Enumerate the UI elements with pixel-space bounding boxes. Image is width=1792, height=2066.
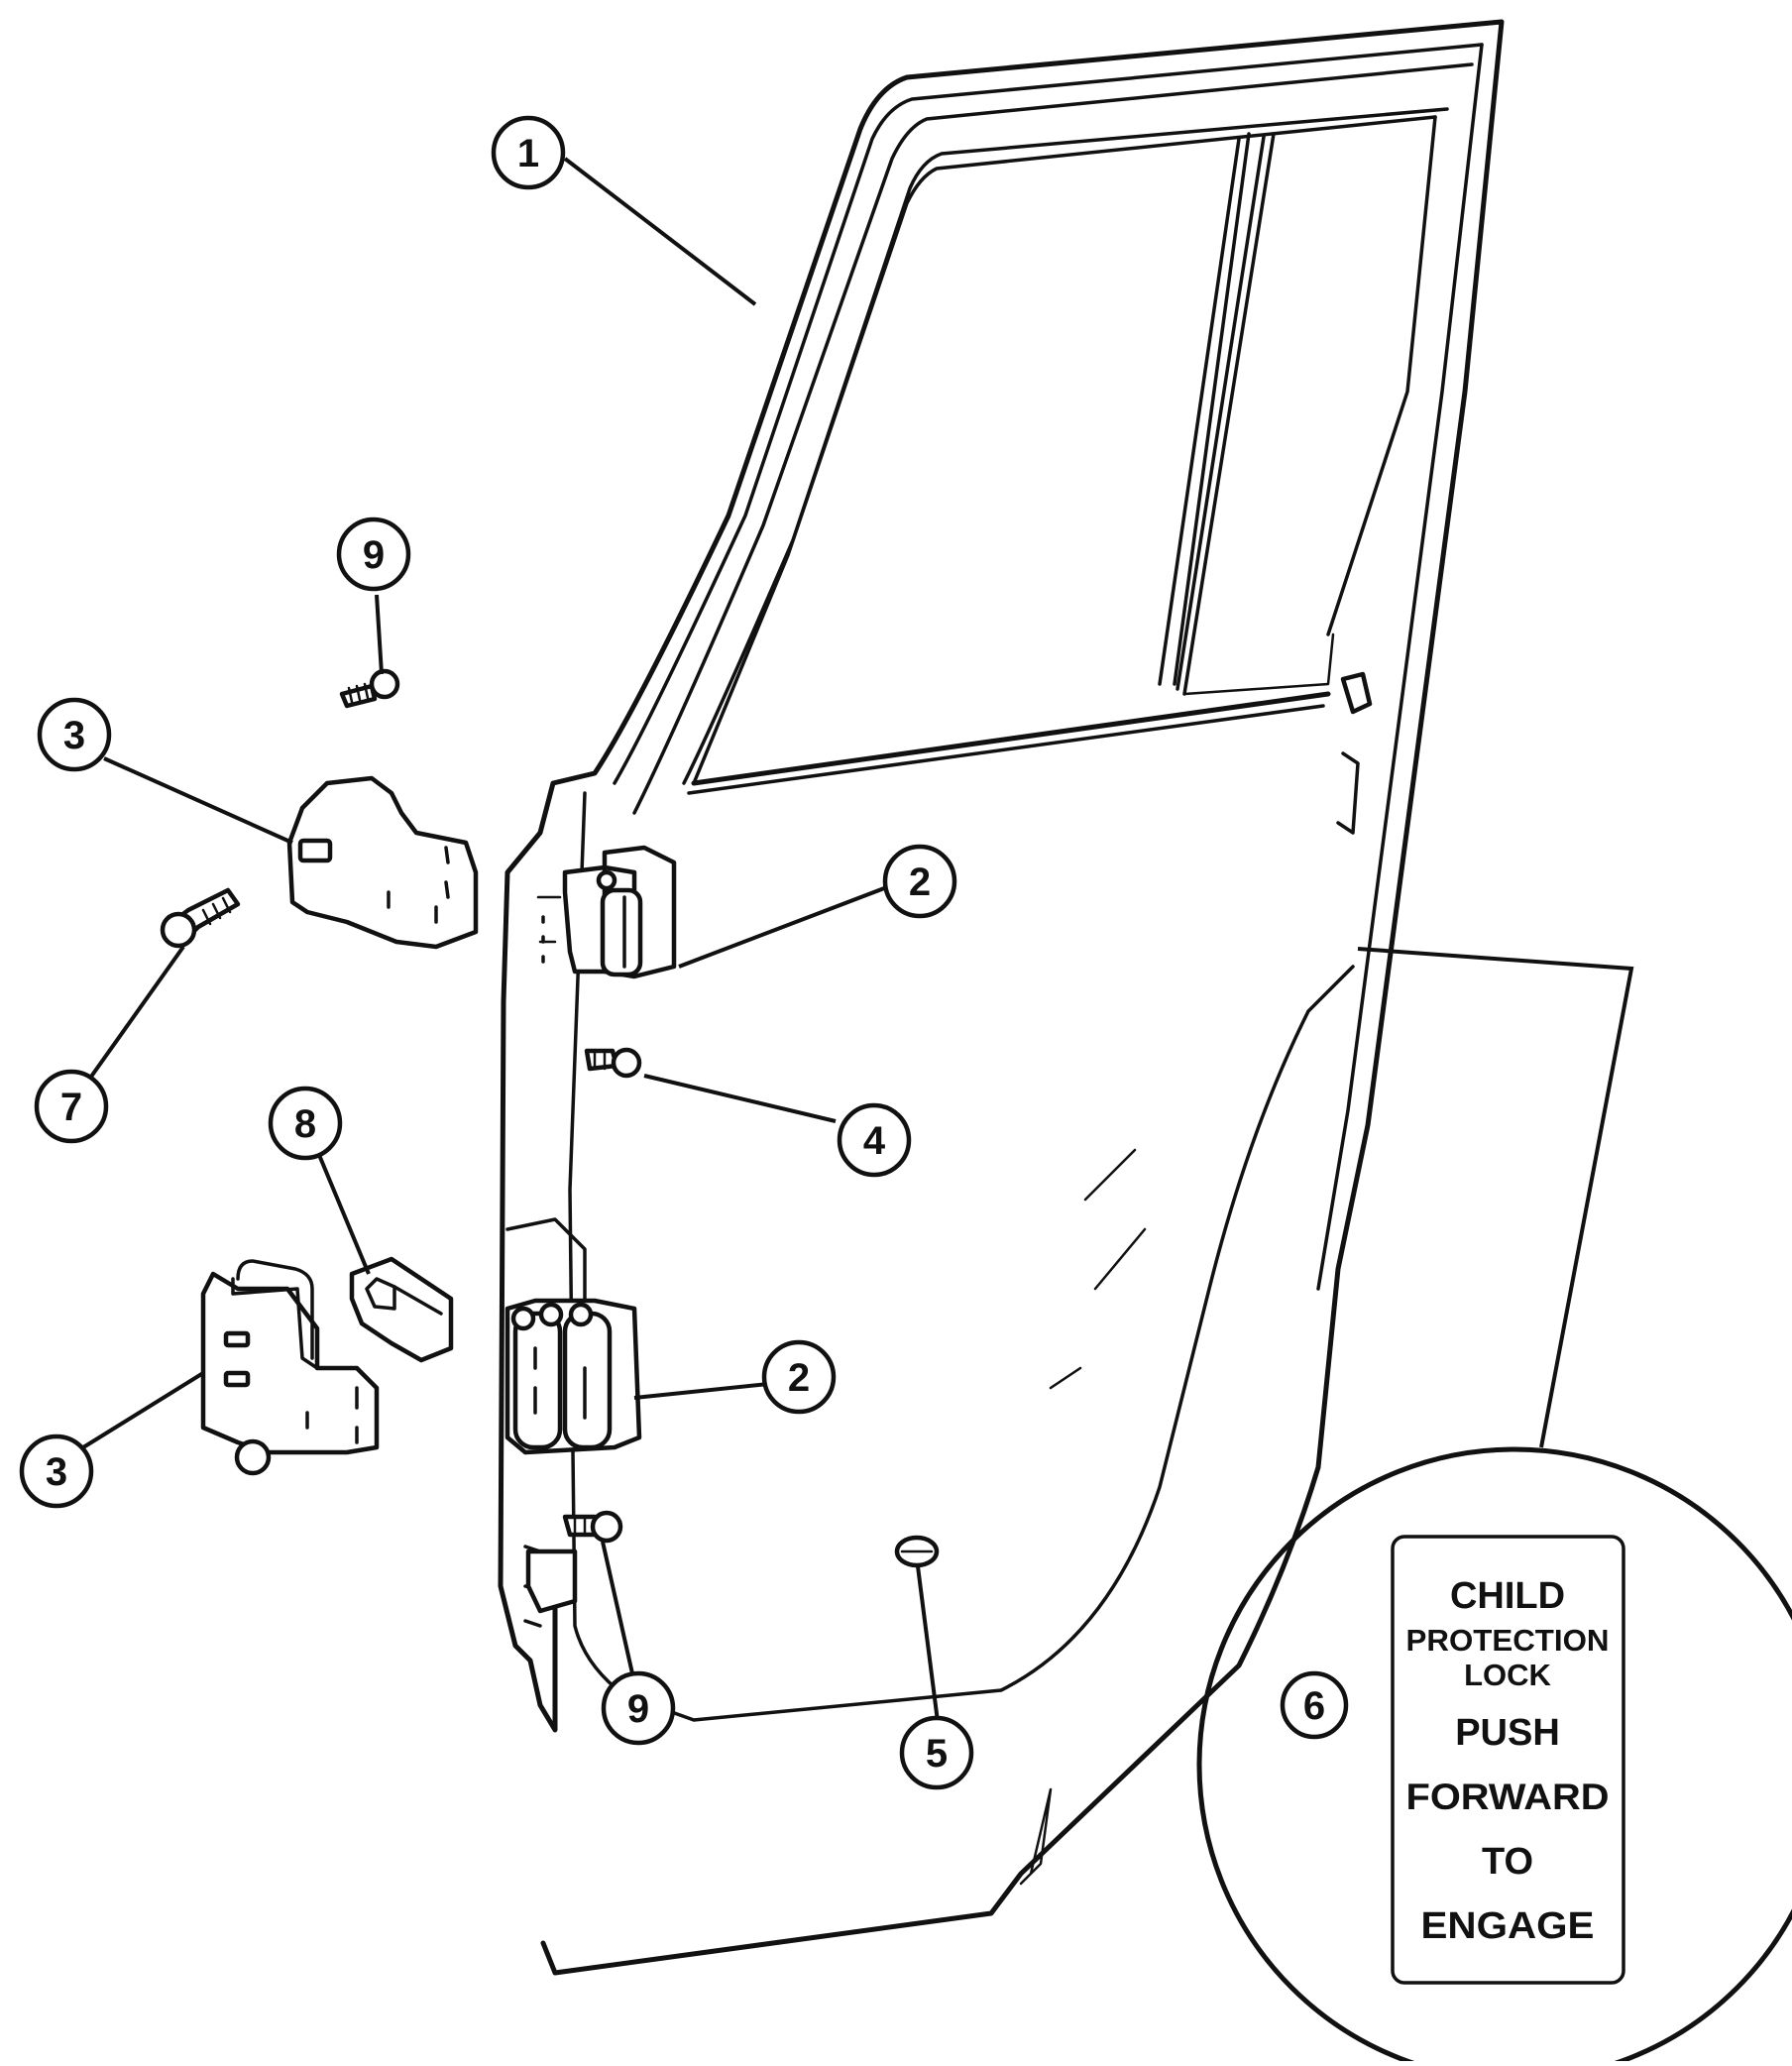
- callout-2-lower: 2: [761, 1339, 837, 1415]
- bolt-4: [584, 1047, 642, 1079]
- hinge-bolt-7: [160, 887, 241, 949]
- callout-number: 1: [517, 132, 539, 175]
- child-lock-detail: CHILD PROTECTION LOCK PUSH FORWARD TO EN…: [1196, 1446, 1792, 2066]
- callout-number: 6: [1303, 1684, 1325, 1728]
- callout-2-upper: 2: [882, 844, 957, 919]
- rear-door: [498, 19, 1505, 1976]
- upper-door-hinge: [536, 845, 677, 979]
- callout-number: 2: [788, 1356, 810, 1400]
- label-line-push: PUSH: [1455, 1712, 1560, 1754]
- callout-number: 2: [909, 861, 931, 904]
- callout-8: 8: [268, 1086, 343, 1161]
- screw-9-lower: [562, 1510, 623, 1544]
- label-line-forward: FORWARD: [1406, 1777, 1610, 1817]
- label-line-child: CHILD: [1450, 1575, 1565, 1617]
- lower-hinge-half: [200, 1259, 380, 1476]
- callout-3-lower: 3: [19, 1434, 94, 1509]
- upper-hinge-half: [286, 775, 479, 950]
- callout-number: 3: [46, 1450, 67, 1494]
- callout-number: 8: [294, 1102, 316, 1146]
- label-line-engage: ENGAGE: [1421, 1905, 1595, 1947]
- screw-9-upper: [339, 668, 400, 709]
- callout-9-lower: 9: [601, 1670, 676, 1746]
- callout-number: 7: [60, 1086, 82, 1129]
- child-lock-label: [1391, 1535, 1625, 1985]
- callout-number: 9: [363, 533, 385, 577]
- callout-7: 7: [34, 1069, 109, 1144]
- callout-5: 5: [899, 1715, 974, 1790]
- callout-number: 3: [63, 714, 85, 757]
- check-strap-8: [349, 1256, 454, 1363]
- label-line-protection: PROTECTION: [1406, 1623, 1610, 1658]
- callout-9-upper: 9: [336, 516, 411, 592]
- callout-1: 1: [491, 115, 566, 190]
- plug-5: [894, 1535, 940, 1568]
- callout-number: 4: [863, 1119, 886, 1163]
- leader-lines: [79, 157, 1634, 1738]
- callout-number: 5: [926, 1732, 948, 1776]
- callout-3-upper: 3: [37, 697, 112, 772]
- lower-door-hinge: [504, 1298, 642, 1455]
- callout-number: 9: [627, 1687, 649, 1731]
- callout-6: 6: [1280, 1670, 1349, 1740]
- callout-4: 4: [837, 1102, 912, 1178]
- label-line-lock: LOCK: [1464, 1658, 1551, 1692]
- label-line-to: TO: [1482, 1841, 1533, 1883]
